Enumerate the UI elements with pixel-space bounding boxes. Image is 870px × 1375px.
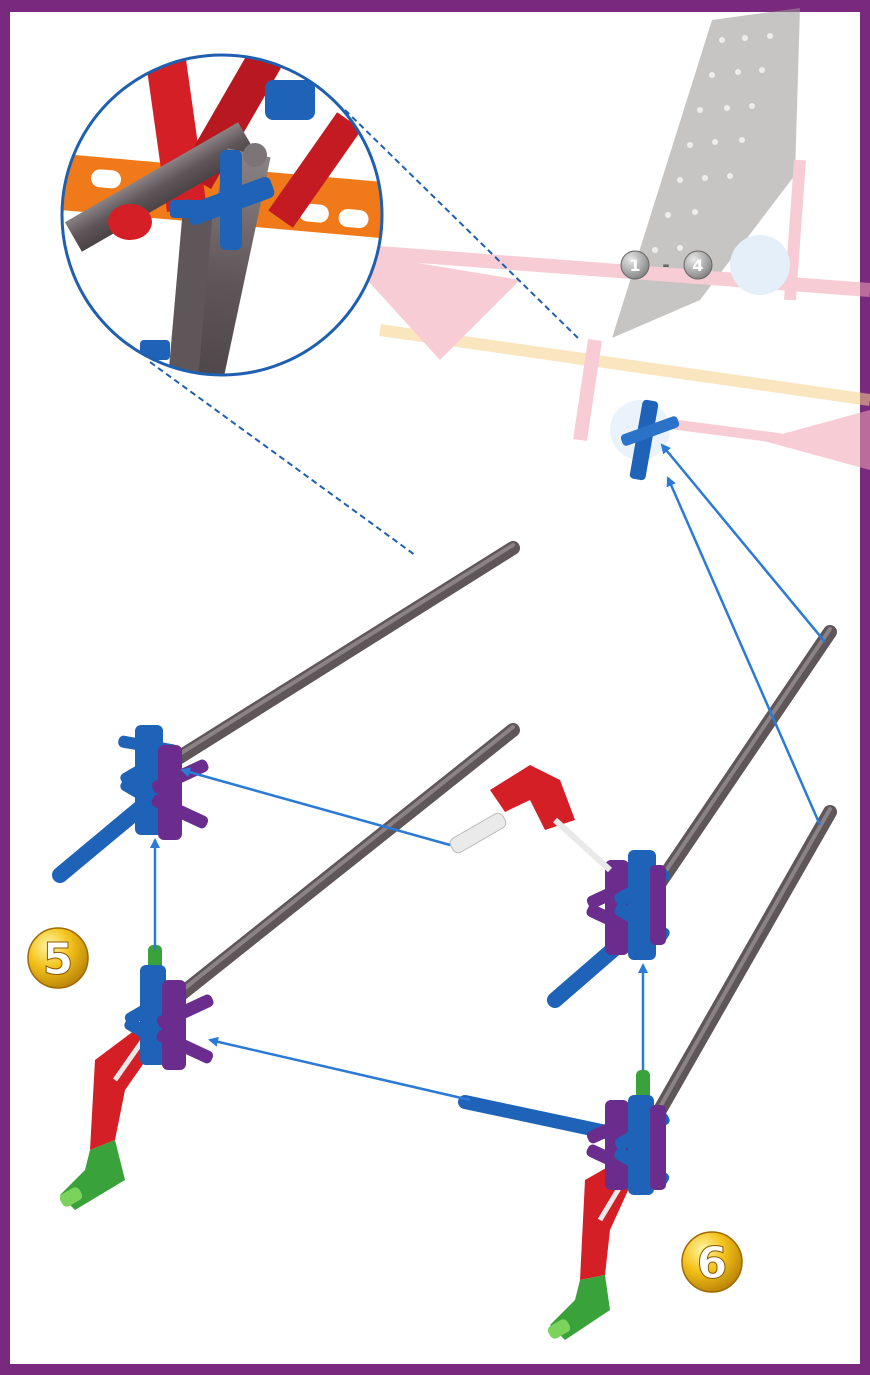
ref-separator: - bbox=[662, 255, 669, 276]
red-elbow-part bbox=[448, 765, 610, 870]
ref-badge-4-label: 4 bbox=[692, 256, 703, 275]
ref-badge-1-label: 1 bbox=[629, 256, 640, 275]
step-badge-6: 6 bbox=[682, 1232, 742, 1292]
arrow-rod-top-to-connector bbox=[662, 445, 825, 642]
step-badge-5-label: 5 bbox=[43, 934, 74, 985]
rod-middle-left bbox=[180, 730, 513, 995]
connector-middle-right bbox=[555, 850, 671, 1000]
step-badge-5: 5 bbox=[28, 928, 88, 988]
previous-assembly-faded bbox=[340, 8, 870, 470]
arrow-rod-bottom-to-connector bbox=[668, 478, 820, 825]
arrow-rod-to-lower-left bbox=[210, 1040, 470, 1100]
reference-steps-1-4: 1 - 4 bbox=[621, 251, 712, 279]
rod-upper-left bbox=[175, 548, 513, 760]
connector-lower-right bbox=[465, 1070, 671, 1341]
step-badge-6-label: 6 bbox=[697, 1238, 728, 1289]
